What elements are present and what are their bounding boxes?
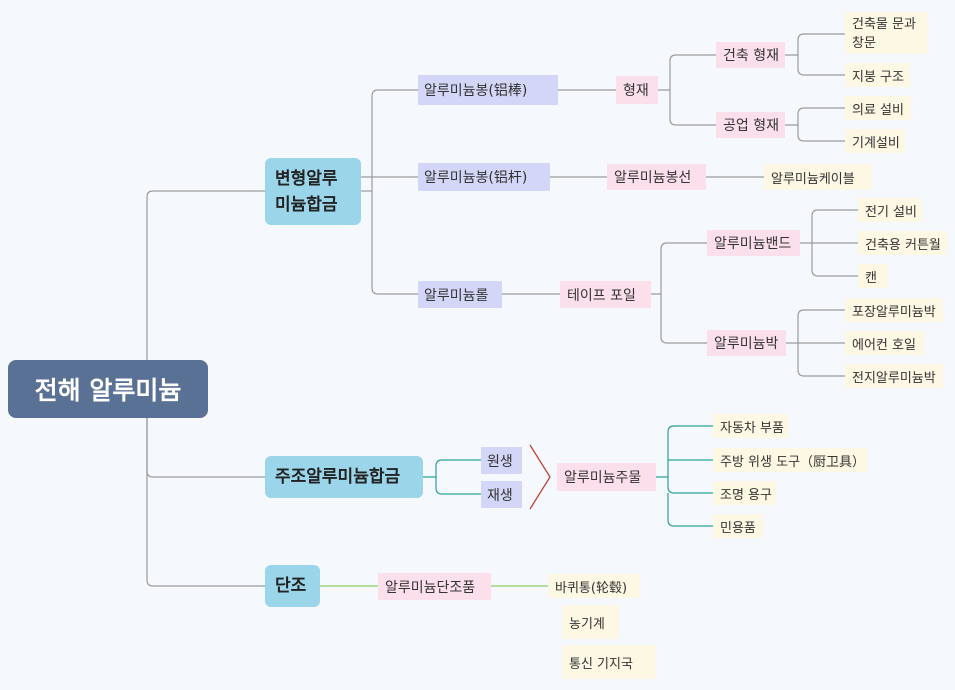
node-aluminum-strip[interactable]: 알루미늄밴드 — [707, 230, 800, 256]
node-forging[interactable]: 단조 — [265, 565, 320, 607]
root-node[interactable]: 전해 알루미늄 — [8, 360, 208, 418]
leaf-consumer-goods[interactable]: 민용품 — [713, 514, 763, 538]
node-deformed-alloy[interactable]: 변형알루미늄합금 — [265, 158, 361, 225]
node-building-profile[interactable]: 건축 형재 — [716, 42, 785, 68]
leaf-kitchen-tools[interactable]: 주방 위생 도구（厨卫具） — [713, 448, 867, 472]
leaf-packaging-foil[interactable]: 포장알루미늄박 — [845, 298, 943, 322]
node-aluminum-rod[interactable]: 알루미늄봉(铝棒) — [418, 75, 558, 105]
leaf-curtain-wall[interactable]: 건축용 커튼월 — [858, 231, 947, 255]
node-recycled[interactable]: 재생 — [481, 481, 522, 508]
node-aluminum-roll[interactable]: 알루미늄롤 — [418, 281, 502, 308]
leaf-machinery[interactable]: 기계설비 — [845, 129, 905, 153]
leaf-auto-parts[interactable]: 자동차 부품 — [713, 414, 788, 438]
leaf-building-doors-windows[interactable]: 건축물 문과 창문 — [845, 12, 928, 54]
leaf-wheel-hub[interactable]: 바퀴통(轮毂) — [548, 574, 640, 598]
node-aluminum-wire[interactable]: 알루미늄봉선 — [607, 164, 706, 190]
leaf-aluminum-cable[interactable]: 알루미늄케이블 — [764, 164, 872, 190]
node-industrial-profile[interactable]: 공업 형재 — [716, 112, 785, 138]
node-aluminum-casting[interactable]: 알루미늄주물 — [557, 463, 656, 491]
leaf-roof-structure[interactable]: 지붕 구조 — [845, 63, 910, 87]
leaf-electrical-equipment[interactable]: 전기 설비 — [858, 198, 922, 222]
leaf-telecom-base-station[interactable]: 통신 기지국 — [562, 645, 656, 679]
node-tape-foil[interactable]: 테이프 포일 — [560, 281, 651, 308]
leaf-lighting[interactable]: 조명 용구 — [713, 481, 776, 505]
node-aluminum-bar[interactable]: 알루미늄봉(铝杆) — [418, 163, 550, 191]
leaf-can[interactable]: 캔 — [858, 264, 888, 288]
node-profile[interactable]: 형재 — [616, 76, 658, 104]
node-primary[interactable]: 원생 — [481, 447, 522, 474]
node-casting-alloy[interactable]: 주조알루미늄합금 — [265, 456, 423, 498]
node-aluminum-foil[interactable]: 알루미늄박 — [707, 330, 786, 356]
node-aluminum-forging[interactable]: 알루미늄단조품 — [378, 573, 491, 600]
leaf-farm-machinery[interactable]: 농기계 — [562, 605, 619, 639]
leaf-medical-equipment[interactable]: 의료 설비 — [845, 96, 911, 120]
leaf-aircon-foil[interactable]: 에어컨 호일 — [845, 331, 924, 355]
leaf-battery-foil[interactable]: 전지알루미늄박 — [845, 364, 943, 388]
